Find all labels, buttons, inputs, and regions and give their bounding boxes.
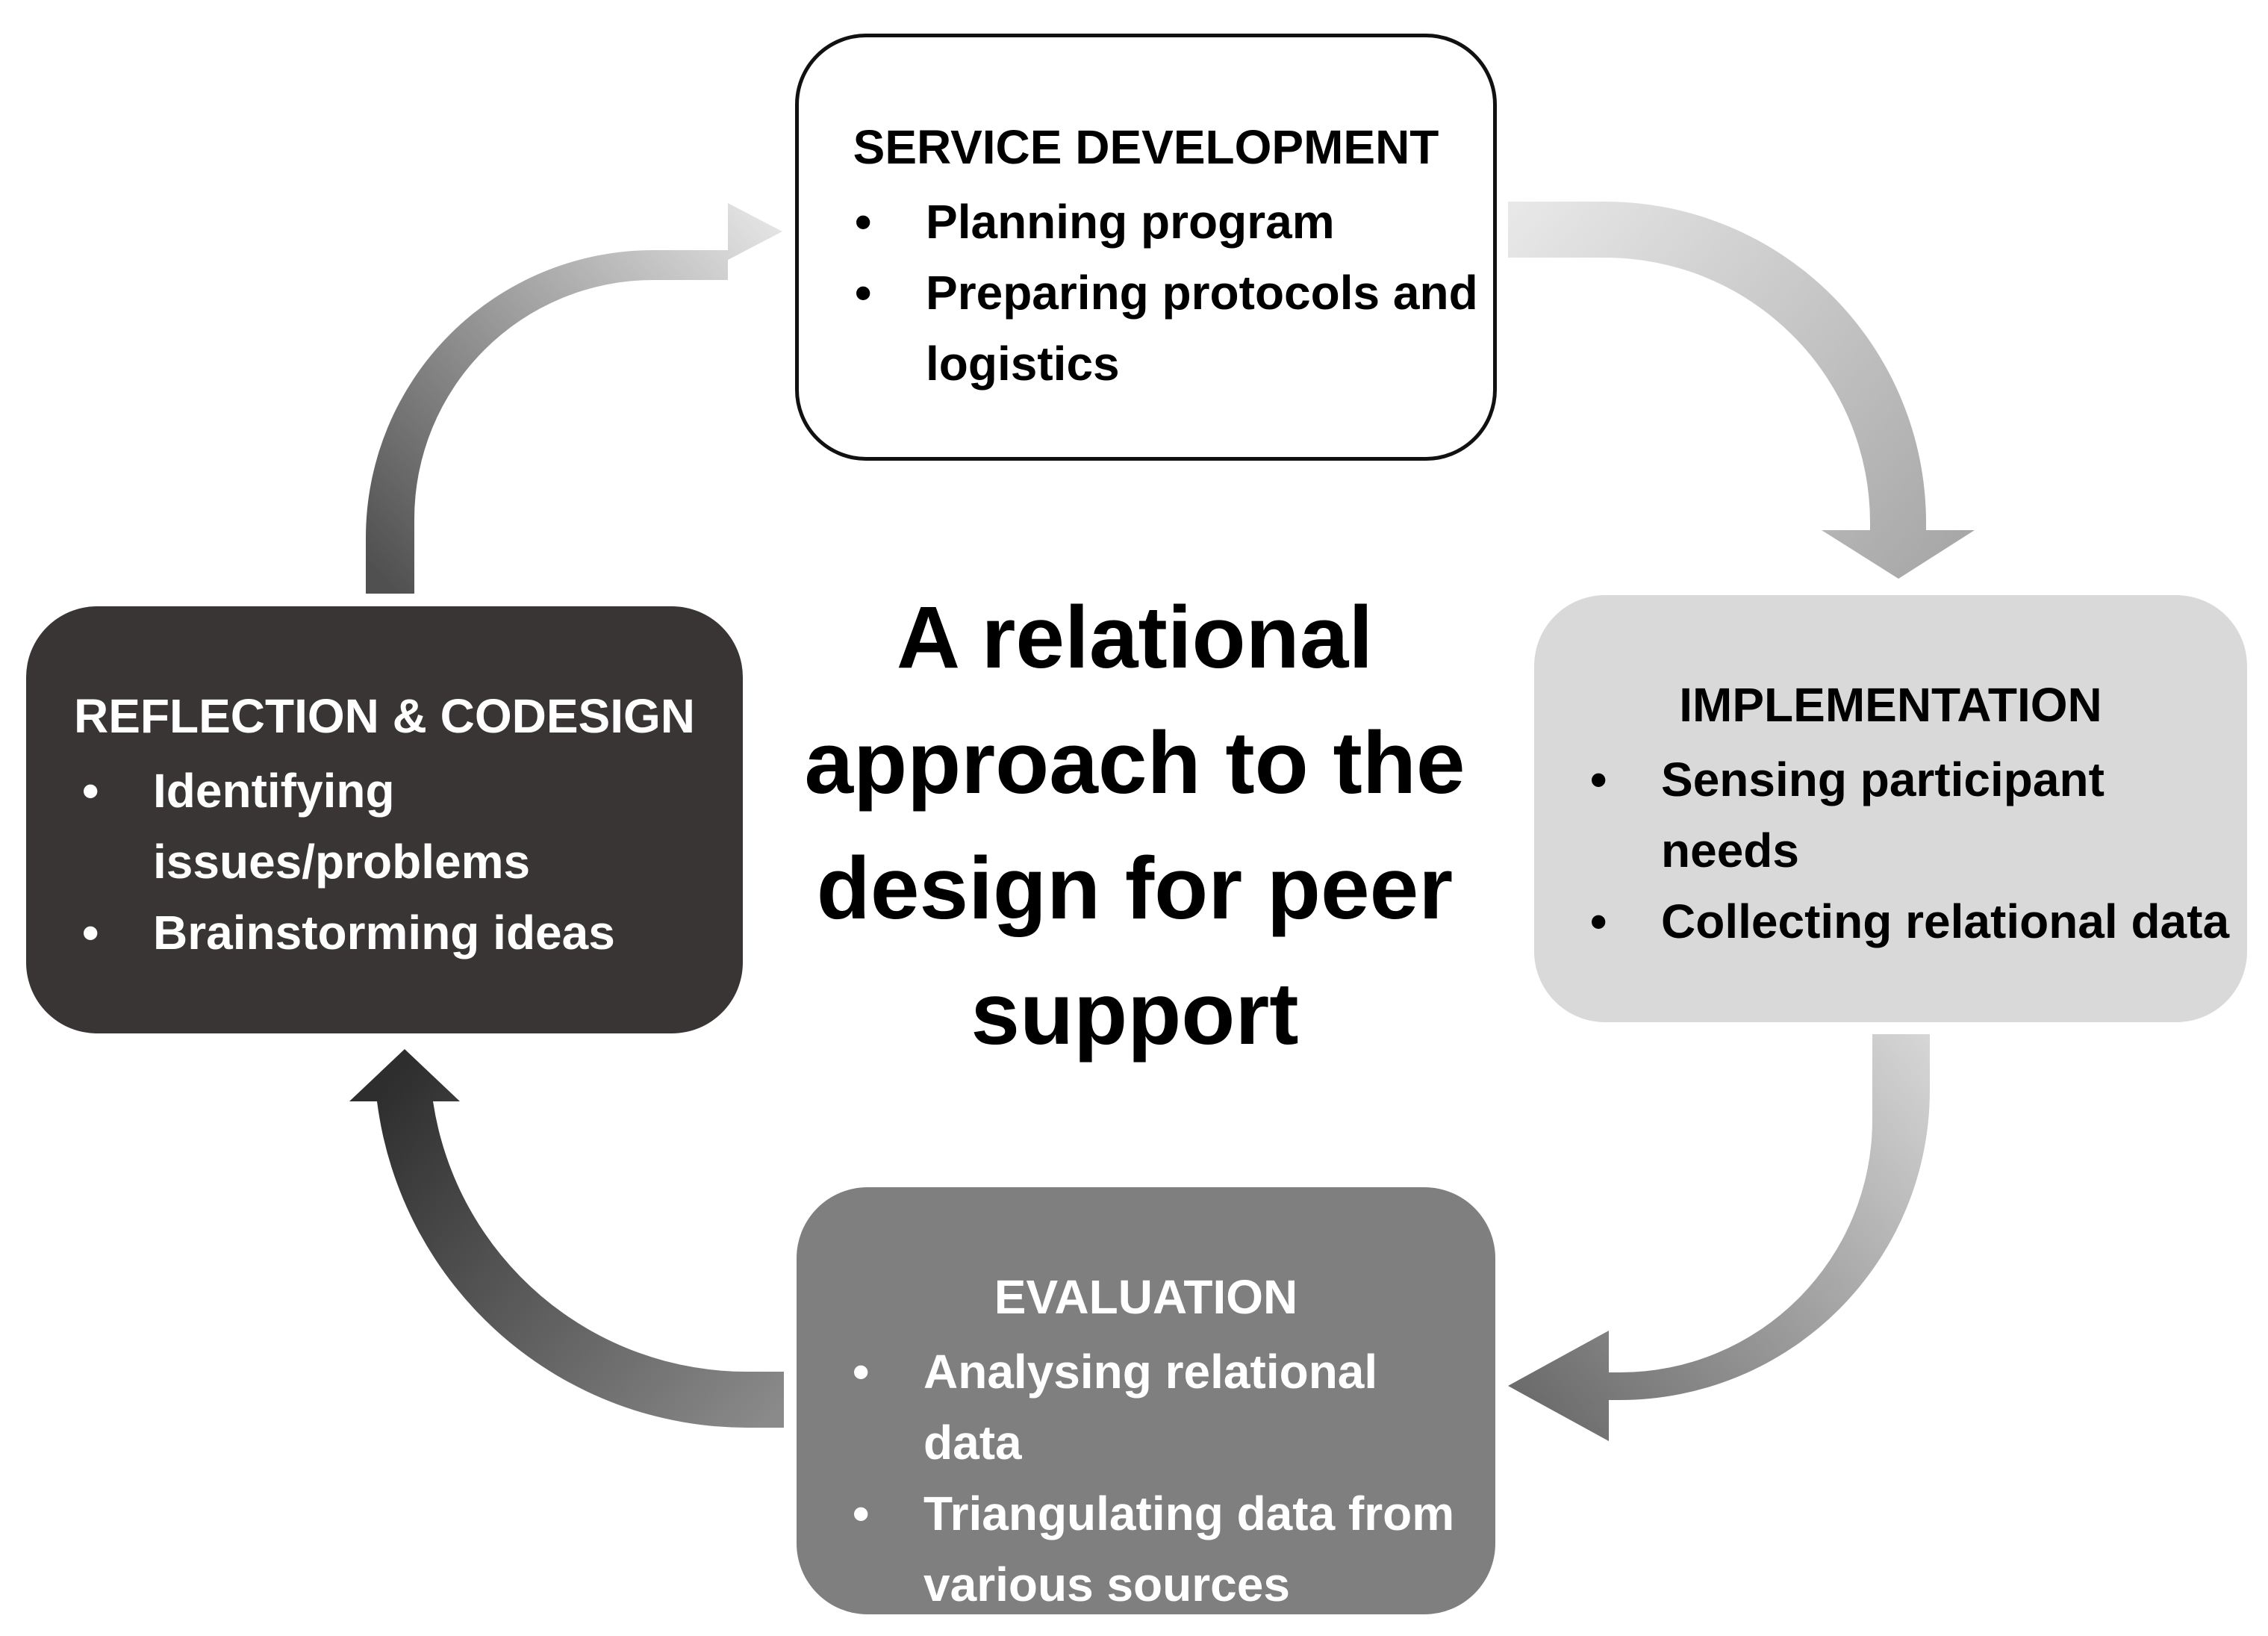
- arrow-reflection-to-service: [366, 203, 782, 594]
- stage-implementation: IMPLEMENTATION Sensing participant needs…: [1534, 595, 2247, 1022]
- center-title: A relational approach to the design for …: [804, 588, 1465, 1063]
- stage-items: Identifying issues/problems Brainstormin…: [78, 756, 728, 968]
- arrow-implementation-to-evaluation: [1508, 1034, 1930, 1441]
- stage-evaluation: EVALUATION Analysing relational data Tri…: [797, 1187, 1495, 1614]
- stage-title: REFLECTION & CODESIGN: [73, 689, 696, 743]
- stage-title: IMPLEMENTATION: [1679, 678, 2102, 732]
- stage-item: Preparing protocols and logistics: [851, 258, 1478, 399]
- stage-title: SERVICE DEVELOPMENT: [853, 120, 1439, 174]
- stage-item: Triangulating data from various sources: [849, 1478, 1480, 1620]
- stage-item: Planning program: [851, 187, 1478, 258]
- stage-items: Sensing participant needs Collecting rel…: [1586, 744, 2232, 957]
- stage-items: Analysing relational data Triangulating …: [849, 1337, 1480, 1620]
- stage-item: Identifying issues/problems: [78, 756, 728, 898]
- arrow-service-to-implementation: [1508, 202, 1975, 579]
- stage-item: Collecting relational data: [1586, 886, 2232, 957]
- stage-item: Brainstorming ideas: [78, 898, 728, 968]
- stage-service-development: SERVICE DEVELOPMENT Planning program Pre…: [795, 34, 1497, 461]
- stage-reflection-codesign: REFLECTION & CODESIGN Identifying issues…: [26, 606, 743, 1033]
- arrow-evaluation-to-reflection: [349, 1049, 784, 1428]
- stage-item: Sensing participant needs: [1586, 744, 2232, 886]
- stage-title: EVALUATION: [994, 1270, 1298, 1324]
- stage-item: Analysing relational data: [849, 1337, 1480, 1478]
- stage-items: Planning program Preparing protocols and…: [851, 187, 1478, 399]
